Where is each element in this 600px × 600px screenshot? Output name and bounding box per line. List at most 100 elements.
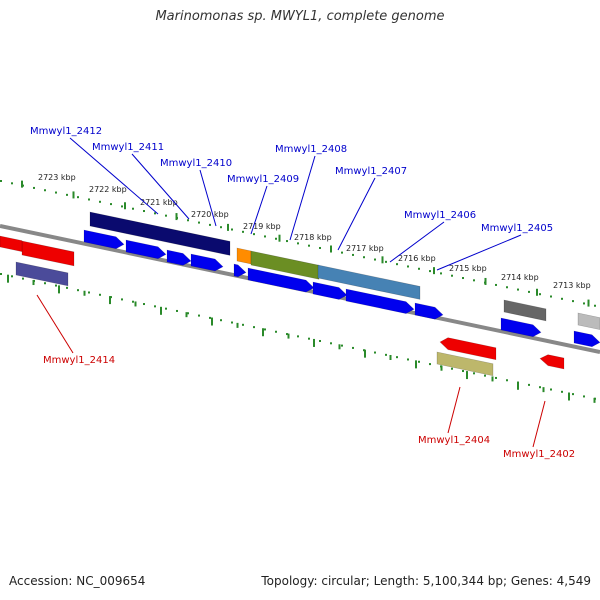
ring-dot-outer — [517, 288, 519, 291]
ring-dot-outer — [440, 272, 442, 275]
scale-label: 2717 kbp — [346, 244, 384, 253]
ring-dot-inner — [0, 273, 2, 275]
ring-dot-outer — [495, 283, 497, 286]
ring-dot-outer — [539, 293, 541, 296]
ring-dot-inner — [44, 282, 46, 285]
ring-dot-inner — [341, 344, 343, 347]
ring-dot-inner — [55, 284, 57, 287]
ring-dot-inner — [264, 328, 266, 331]
scale-label: 2715 kbp — [449, 264, 487, 273]
ring-dot-outer — [308, 244, 310, 247]
cog-bar-olive — [250, 250, 320, 280]
ring-dot-inner — [11, 275, 13, 278]
ring-dot-inner — [66, 286, 68, 289]
ring-dot-outer — [33, 186, 35, 189]
cds-forward-arrow — [247, 267, 315, 293]
ring-dot-inner — [572, 393, 574, 396]
ring-dot-outer — [528, 290, 530, 293]
ring-dot-outer — [561, 297, 563, 300]
ring-dot-outer — [594, 304, 596, 307]
cds-forward — [83, 229, 600, 348]
cds-forward-arrow — [573, 330, 600, 348]
leader-line — [436, 234, 522, 271]
ring-dot-outer — [154, 212, 156, 215]
ring-dot-inner — [308, 337, 310, 340]
ring-dot-inner — [77, 289, 79, 292]
cds-forward-arrow — [414, 302, 444, 320]
cds-reverse-arrow — [439, 337, 497, 361]
ring-dot-inner — [352, 346, 354, 349]
ring-dot-inner — [495, 376, 497, 379]
ring-dot-inner — [407, 358, 409, 361]
ring-dot-outer — [396, 263, 398, 266]
ring-dot-outer — [110, 203, 112, 206]
gene-label: Mmwyl1_2410 — [160, 158, 232, 169]
gene-label: Mmwyl1_2404 — [418, 435, 490, 446]
scale-label: 2714 kbp — [501, 273, 539, 282]
leader-line — [250, 185, 268, 235]
ring-dot-inner — [22, 277, 24, 280]
footer-summary: Topology: circular; Length: 5,100,344 bp… — [261, 574, 591, 588]
ring-dot-outer — [385, 260, 387, 263]
ring-dot-outer — [286, 240, 288, 243]
cds-forward-arrow — [83, 229, 125, 250]
leader-line — [289, 155, 316, 241]
scale-label: 2719 kbp — [243, 222, 281, 231]
cds-reverse-arrow-small — [539, 354, 565, 370]
ring-dot-inner — [220, 319, 222, 322]
ring-dot-outer — [198, 221, 200, 224]
ring-dot-inner — [528, 383, 530, 386]
cds-forward-arrow — [190, 253, 224, 272]
ring-dot-outer — [297, 242, 299, 245]
ring-dot-inner — [275, 330, 277, 333]
ring-dot-inner — [451, 367, 453, 370]
cds-reverse-khaki — [436, 351, 494, 377]
scale-label: 2722 kbp — [89, 185, 127, 194]
ring-dot-inner — [121, 298, 123, 301]
cds-forward-arrow — [233, 263, 247, 278]
scale-label: 2721 kbp — [140, 198, 178, 207]
ring-dot-outer — [220, 226, 222, 229]
ring-dot-outer — [319, 246, 321, 249]
cds-forward-arrow — [166, 249, 192, 266]
gene-label: Mmwyl1_2414 — [43, 355, 115, 366]
ring-dot-outer — [132, 207, 134, 210]
ring-dot-outer — [572, 300, 574, 303]
scale-label: 2713 kbp — [553, 281, 591, 290]
gene-label: Mmwyl1_2412 — [30, 126, 102, 137]
gene-label: Mmwyl1_2405 — [481, 223, 553, 234]
ring-dot-inner — [385, 353, 387, 356]
ring-dot-outer — [231, 228, 233, 231]
cds-reverse — [15, 261, 565, 377]
ring-dot-outer — [77, 196, 79, 199]
ring-dot-outer — [352, 253, 354, 256]
cog-bar-navy — [89, 211, 231, 256]
cog-bar-red — [21, 240, 75, 267]
ring-dot-inner — [583, 395, 585, 398]
ring-dot-outer — [187, 219, 189, 222]
leader-line — [532, 400, 546, 448]
ring-dot-outer — [44, 189, 46, 192]
tick-rings — [0, 180, 596, 403]
ring-dot-outer — [363, 256, 365, 259]
ring-dot-inner — [231, 321, 233, 324]
ring-dot-inner — [99, 293, 101, 296]
gene-labels: Mmwyl1_2412Mmwyl1_2411Mmwyl1_2410Mmwyl1_… — [30, 126, 575, 460]
ring-dot-outer — [264, 235, 266, 238]
ring-dot-inner — [154, 305, 156, 308]
leader-line — [131, 153, 190, 220]
ring-dot-outer — [374, 258, 376, 261]
gene-label: Mmwyl1_2408 — [275, 144, 347, 155]
cog-bar-lightgray — [577, 312, 600, 330]
ring-dot-outer — [418, 267, 420, 270]
ring-dot-outer — [0, 180, 2, 182]
ring-dot-outer — [550, 295, 552, 298]
ring-dot-inner — [561, 390, 563, 393]
ring-dot-inner — [88, 291, 90, 294]
ring-dot-outer — [66, 193, 68, 196]
ring-dot-inner — [165, 307, 167, 310]
ring-dot-inner — [198, 314, 200, 317]
ring-dot-outer — [429, 270, 431, 273]
